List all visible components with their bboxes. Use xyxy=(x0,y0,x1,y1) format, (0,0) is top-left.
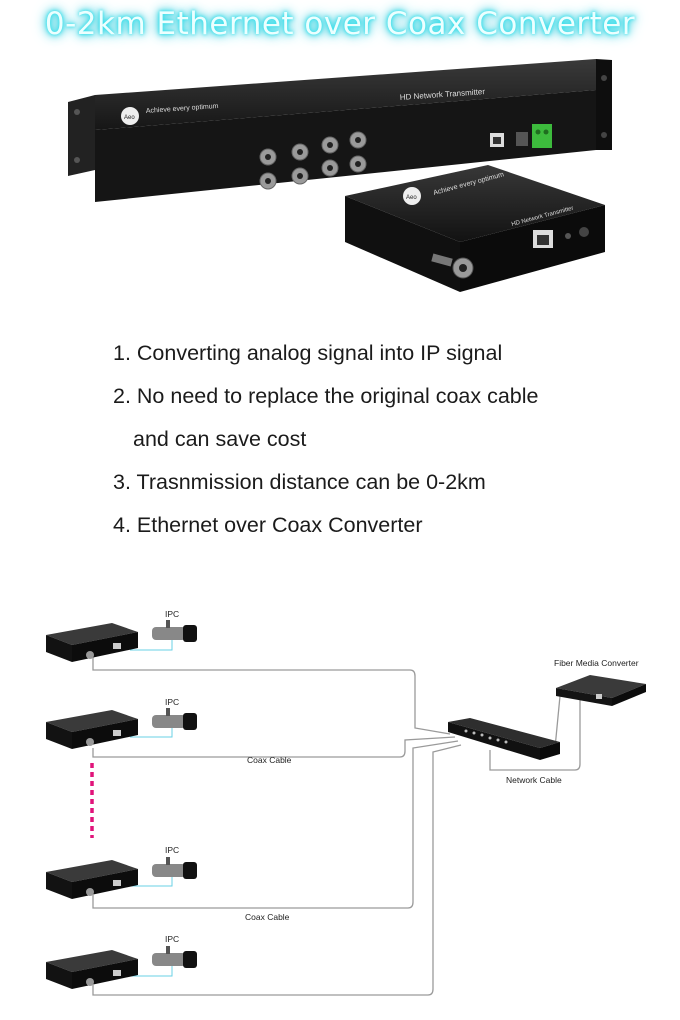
ipc-label: IPC xyxy=(165,934,179,944)
power-jack-icon xyxy=(516,132,528,146)
feature-item: 3. Trasnmission distance can be 0-2km xyxy=(113,470,486,494)
feature-item: 1. Converting analog signal into IP sign… xyxy=(113,341,503,365)
box-logo-text: Aeo xyxy=(406,195,417,201)
logo-icon xyxy=(403,187,421,205)
ipc-label: IPC xyxy=(165,609,179,619)
desktop-transmitter: Aeo Achieve every optimum HD Network Tra… xyxy=(345,165,605,292)
coax-cables xyxy=(92,655,462,996)
fiber-media-converter-label: Fiber Media Converter xyxy=(554,658,639,668)
rack-transmitter: Aeo Achieve every optimum HD Network Tra… xyxy=(68,59,612,202)
network-cables xyxy=(489,695,591,771)
transmitter-unit xyxy=(46,623,138,662)
coax-cable-label: Coax Cable xyxy=(247,755,292,765)
feature-item: 2. No need to replace the original coax … xyxy=(113,384,539,408)
coax-cable-label: Coax Cable xyxy=(245,912,290,922)
fiber-media-converter xyxy=(556,675,646,706)
ipc-camera-icon xyxy=(152,857,197,879)
page-title: 0-2km Ethernet over Coax Converter xyxy=(44,6,636,42)
rack-receiver xyxy=(448,718,560,760)
transmitter-unit xyxy=(46,710,138,749)
ipc-camera-icon xyxy=(152,708,197,730)
ipc-label: IPC xyxy=(165,845,179,855)
ipc-label: IPC xyxy=(165,697,179,707)
transmitter-unit xyxy=(46,950,138,989)
rack-logo-text: Aeo xyxy=(124,115,135,121)
ipc-camera-icon xyxy=(152,946,197,968)
ipc-camera-icon xyxy=(152,620,197,642)
logo-icon xyxy=(121,107,139,125)
camera-links xyxy=(130,640,173,977)
transmitter-unit xyxy=(46,860,138,899)
feature-list: 1. Converting analog signal into IP sign… xyxy=(113,338,653,553)
bnc-connectors xyxy=(259,131,367,190)
feature-item: and can save cost xyxy=(133,427,307,451)
network-cable-label: Network Cable xyxy=(506,775,562,785)
feature-item: 4. Ethernet over Coax Converter xyxy=(113,513,423,537)
